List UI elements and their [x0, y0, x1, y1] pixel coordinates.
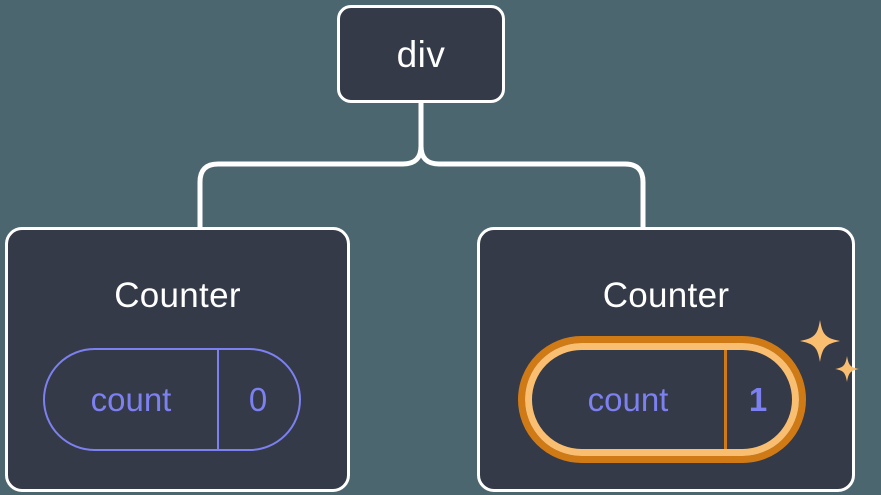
sparkle-small-icon — [835, 356, 859, 382]
state-pill-right-body: count 1 — [532, 350, 792, 449]
sparkle-icon — [800, 320, 859, 382]
state-pill-divider-right — [724, 350, 727, 449]
state-pill-right[interactable]: count 1 — [518, 336, 806, 463]
highlight-ring-outer — [518, 336, 806, 463]
node-counter-right-label: Counter — [602, 276, 730, 315]
node-counter-left-label: Counter — [114, 276, 241, 315]
state-key-right: count — [587, 381, 669, 418]
node-div-label: div — [396, 33, 446, 75]
sparkle-large-icon — [800, 320, 840, 362]
state-value-left: 0 — [248, 381, 268, 418]
highlight-ring-inner — [525, 343, 799, 456]
state-value-right: 1 — [748, 381, 768, 418]
state-pill-left-body: count 0 — [43, 348, 301, 451]
state-key-left: count — [90, 381, 172, 418]
state-pill-divider-left — [217, 350, 219, 449]
connector-path — [197, 98, 646, 230]
node-div[interactable]: div — [337, 5, 505, 103]
state-pill-left[interactable]: count 0 — [43, 348, 301, 451]
